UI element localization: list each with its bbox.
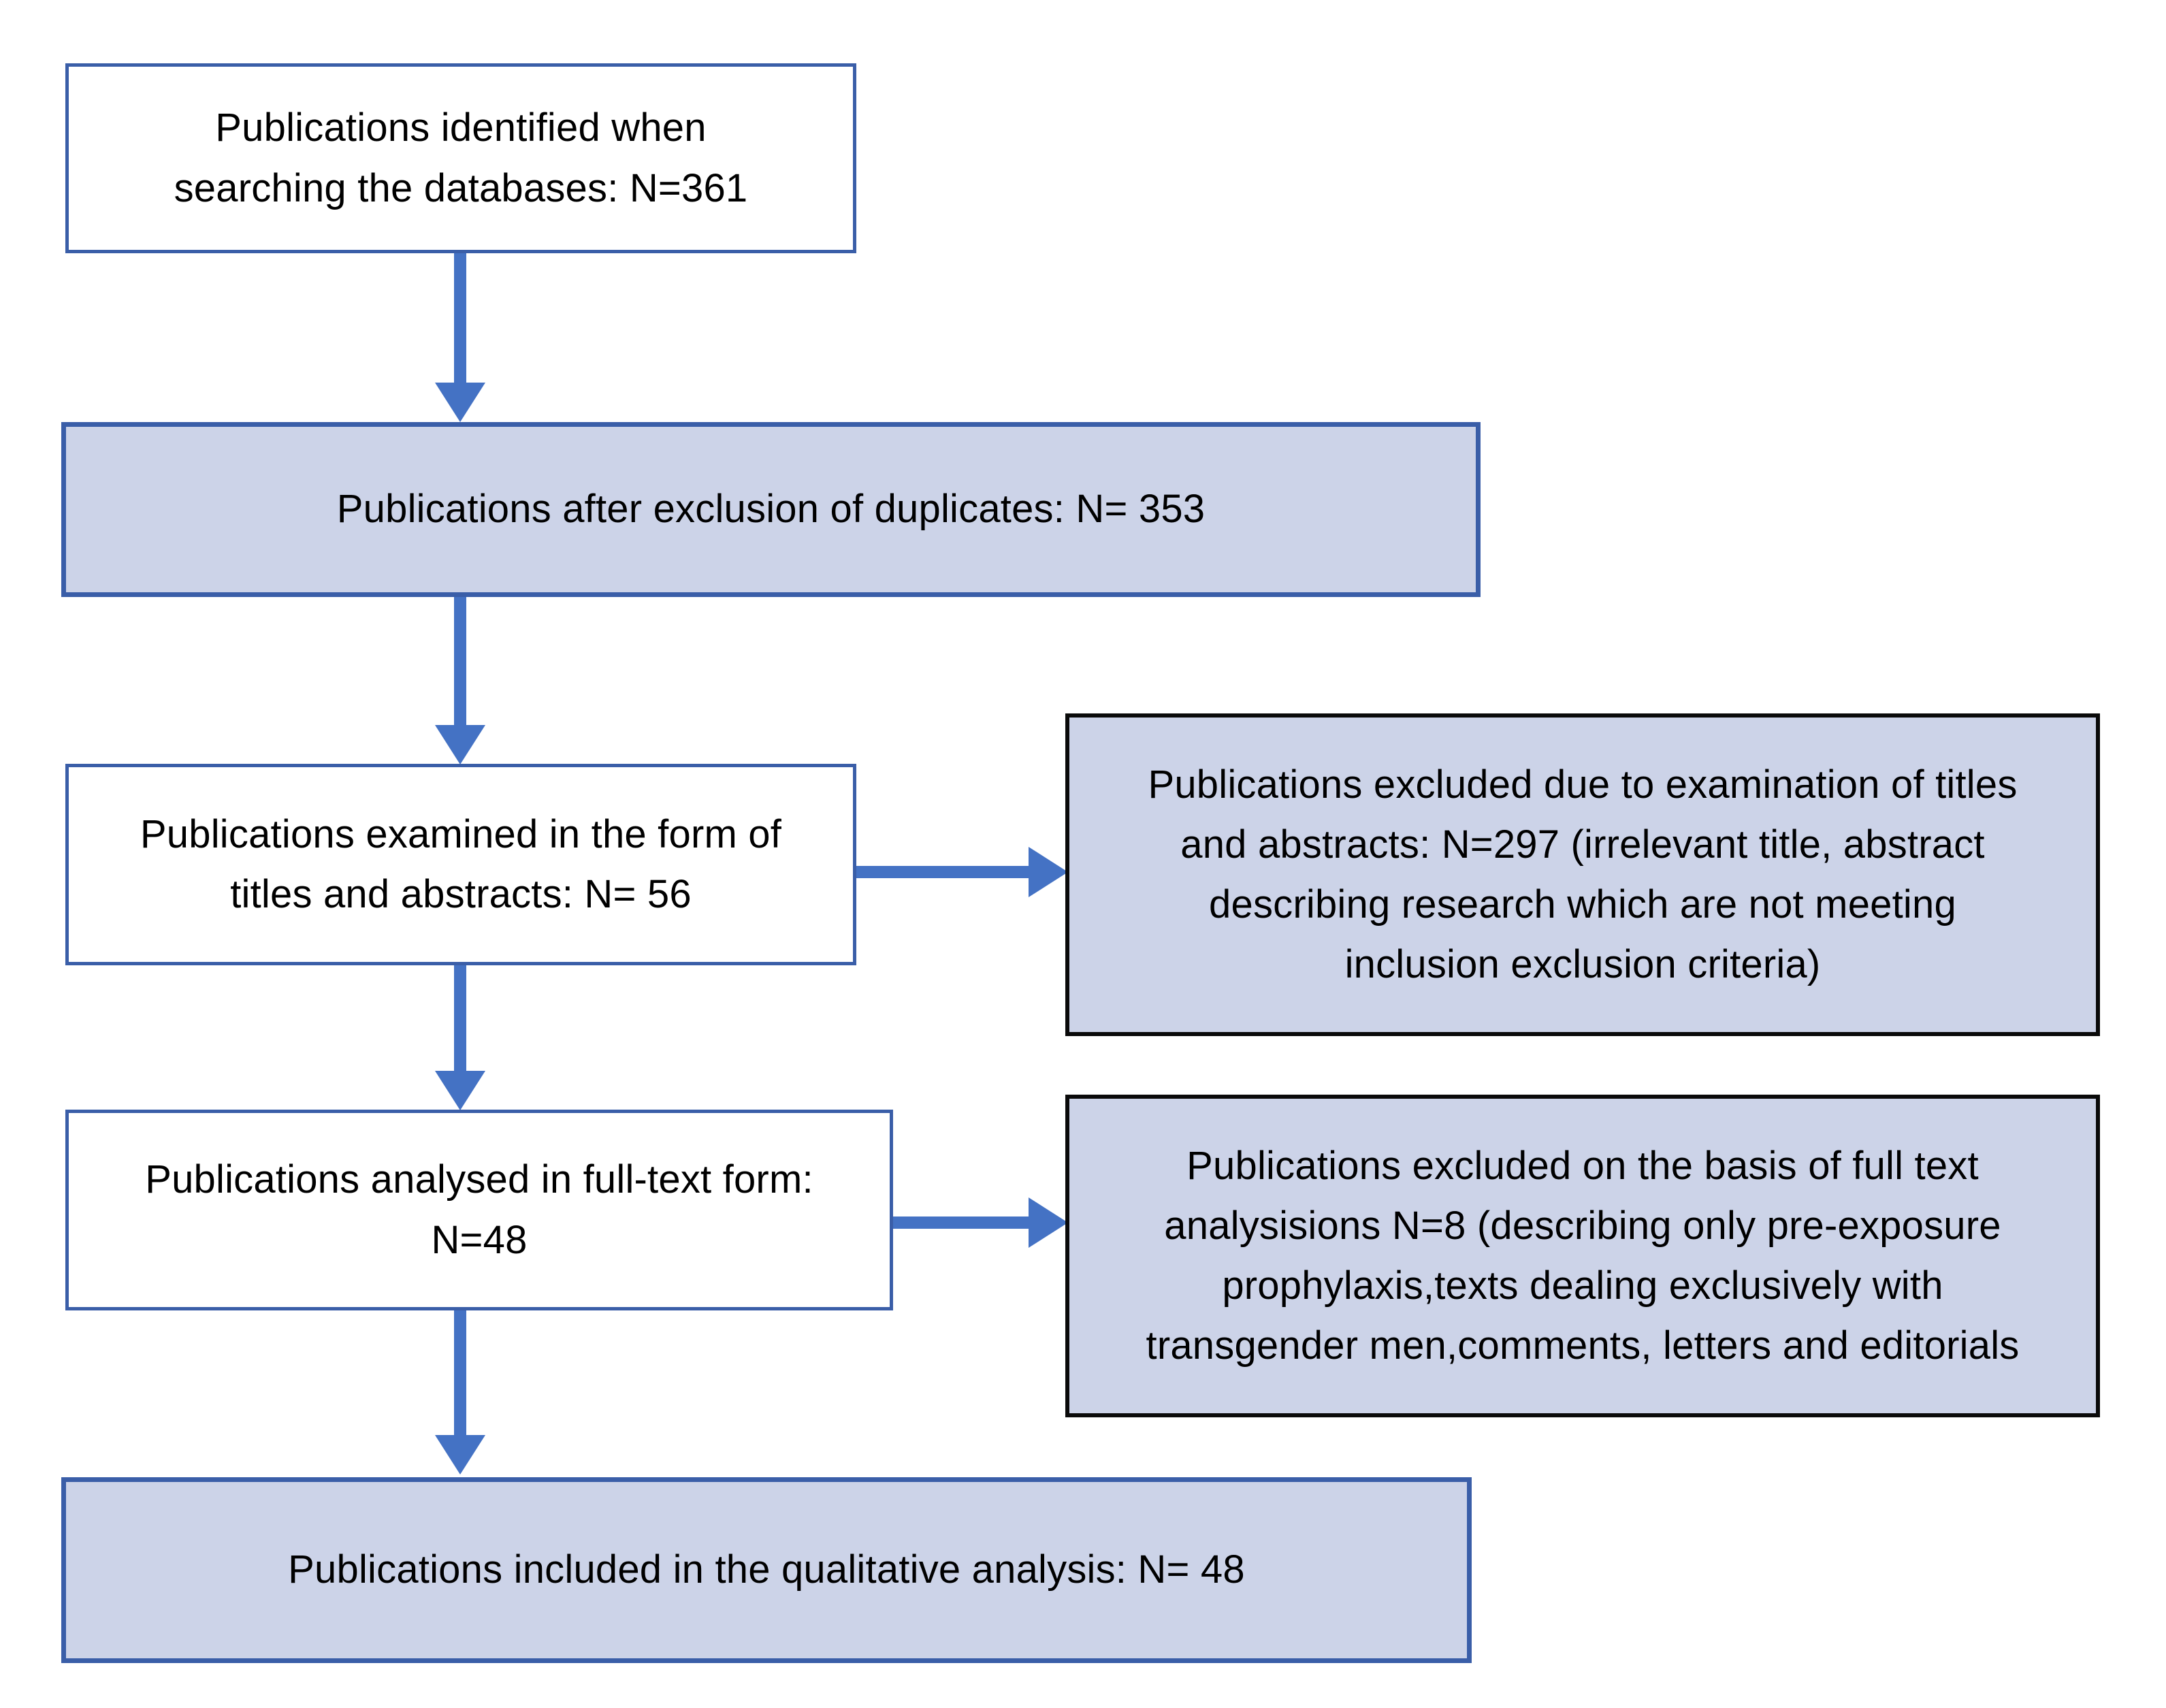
- node-included-qualitative: Publications included in the qualitative…: [61, 1477, 1472, 1663]
- node-included-qualitative-label: Publications included in the qualitative…: [288, 1547, 1245, 1592]
- node-excluded-fulltext-label: Publications excluded on the basis of fu…: [1146, 1143, 2020, 1368]
- node-fulltext-analysed: Publications analysed in full-text form:…: [65, 1110, 893, 1310]
- node-screened-titles-abstracts-label: Publications examined in the form of tit…: [140, 811, 782, 916]
- node-excluded-titles-abstracts-label: Publications excluded due to examination…: [1148, 762, 2018, 987]
- node-publications-identified-label: Publications identified when searching t…: [174, 106, 748, 210]
- node-excluded-titles-abstracts: Publications excluded due to examination…: [1065, 713, 2100, 1036]
- node-publications-identified: Publications identified when searching t…: [65, 63, 856, 253]
- node-after-duplicates-label: Publications after exclusion of duplicat…: [336, 487, 1206, 532]
- node-fulltext-analysed-label: Publications analysed in full-text form:…: [145, 1157, 813, 1262]
- node-screened-titles-abstracts: Publications examined in the form of tit…: [65, 764, 856, 965]
- node-after-duplicates: Publications after exclusion of duplicat…: [61, 422, 1481, 597]
- node-excluded-fulltext: Publications excluded on the basis of fu…: [1065, 1095, 2100, 1417]
